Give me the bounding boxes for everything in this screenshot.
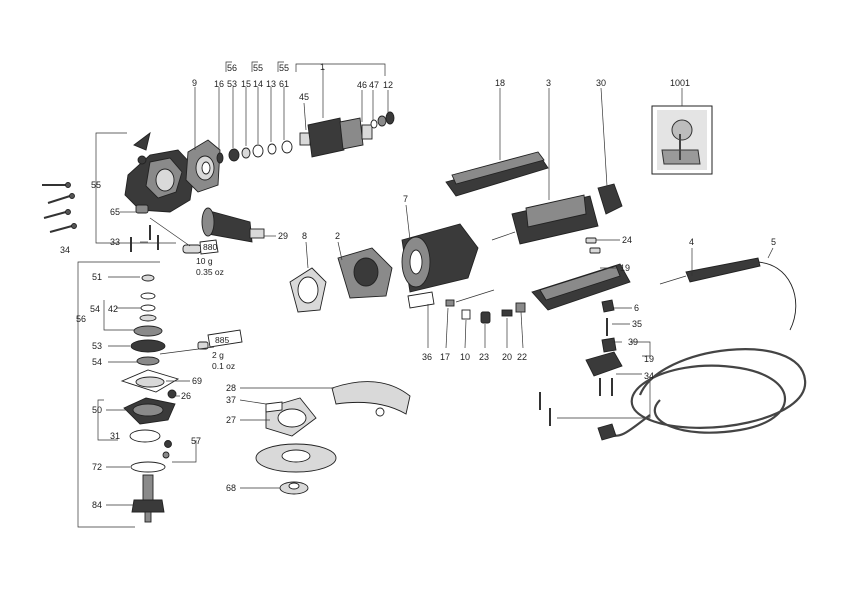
bearing-plate-9 bbox=[185, 139, 221, 193]
label-69: 69 bbox=[192, 376, 202, 386]
cable-sleeve-4 bbox=[659, 257, 761, 285]
label-1001: 1001 bbox=[670, 78, 690, 88]
label-56a: 56 bbox=[227, 63, 237, 73]
label-55b: 55 bbox=[279, 63, 289, 73]
label-65: 65 bbox=[110, 207, 120, 217]
label-50: 50 bbox=[92, 405, 102, 415]
label-53a: 53 bbox=[227, 79, 237, 89]
label-45: 45 bbox=[299, 92, 309, 102]
handle-lower-19 bbox=[531, 263, 631, 311]
spindle-stack bbox=[120, 274, 243, 523]
label-10: 10 bbox=[460, 352, 470, 362]
label-55c: 55 bbox=[91, 180, 101, 190]
label-20: 20 bbox=[502, 352, 512, 362]
label-55a: 55 bbox=[253, 63, 263, 73]
shaft-small-parts bbox=[216, 140, 293, 164]
label-19a: 19 bbox=[620, 263, 630, 273]
label-37: 37 bbox=[226, 395, 236, 405]
label-16: 16 bbox=[214, 79, 224, 89]
label-47: 47 bbox=[369, 80, 379, 90]
label-68: 68 bbox=[226, 483, 236, 493]
label-23: 23 bbox=[479, 352, 489, 362]
grease-885-weight: 2 g bbox=[212, 350, 224, 360]
label-24: 24 bbox=[622, 235, 632, 245]
label-51: 51 bbox=[92, 272, 102, 282]
label-30: 30 bbox=[596, 78, 606, 88]
label-19b: 19 bbox=[644, 354, 654, 364]
handle-half-3 bbox=[491, 194, 599, 245]
grease-880-oz: 0.35 oz bbox=[196, 267, 224, 277]
label-27: 27 bbox=[226, 415, 236, 425]
label-26: 26 bbox=[181, 391, 191, 401]
label-3: 3 bbox=[546, 78, 551, 88]
nut-68 bbox=[279, 481, 309, 495]
label-18: 18 bbox=[495, 78, 505, 88]
label-4: 4 bbox=[689, 237, 694, 247]
label-22: 22 bbox=[517, 352, 527, 362]
label-33: 33 bbox=[110, 237, 120, 247]
wheel-guard-28 bbox=[331, 381, 411, 417]
armature-1 bbox=[299, 111, 395, 158]
label-8: 8 bbox=[302, 231, 307, 241]
label-5: 5 bbox=[771, 237, 776, 247]
motor-housing-7 bbox=[401, 223, 479, 293]
label-35: 35 bbox=[632, 319, 642, 329]
label-56b: 56 bbox=[76, 314, 86, 324]
fan-guard-8 bbox=[289, 267, 327, 313]
bracket-lines-left bbox=[77, 132, 176, 528]
label-28: 28 bbox=[226, 383, 236, 393]
inset-1001 bbox=[651, 105, 713, 175]
label-46: 46 bbox=[357, 80, 367, 90]
label-6: 6 bbox=[634, 303, 639, 313]
label-14: 14 bbox=[253, 79, 263, 89]
leader-lines bbox=[106, 61, 774, 506]
label-7: 7 bbox=[403, 194, 408, 204]
cable-5 bbox=[597, 261, 807, 441]
grease-885-oz: 0.1 oz bbox=[212, 361, 235, 371]
top-cover-18 bbox=[445, 151, 549, 197]
label-12: 12 bbox=[383, 80, 393, 90]
label-17: 17 bbox=[440, 352, 450, 362]
label-2: 2 bbox=[335, 231, 340, 241]
part-30 bbox=[597, 183, 623, 215]
grease-885-code: 885 bbox=[215, 335, 229, 345]
gear-housing-assembly bbox=[42, 131, 219, 255]
clamp-27 bbox=[265, 397, 317, 437]
label-57: 57 bbox=[191, 436, 201, 446]
grinding-disc bbox=[255, 443, 337, 473]
label-9: 9 bbox=[192, 78, 197, 88]
label-34a: 34 bbox=[60, 245, 70, 255]
label-54b: 54 bbox=[92, 357, 102, 367]
label-15: 15 bbox=[241, 79, 251, 89]
small-electrical-parts bbox=[407, 289, 651, 426]
label-84: 84 bbox=[92, 500, 102, 510]
label-29: 29 bbox=[278, 231, 288, 241]
side-handle-29 bbox=[201, 207, 265, 243]
label-39: 39 bbox=[628, 337, 638, 347]
label-53b: 53 bbox=[92, 341, 102, 351]
stator-2 bbox=[337, 247, 393, 299]
label-61: 61 bbox=[279, 79, 289, 89]
label-42: 42 bbox=[108, 304, 118, 314]
part-labels: 9 16 56 53 15 55 14 13 55 61 1 45 46 47 … bbox=[60, 62, 776, 510]
label-31: 31 bbox=[110, 431, 120, 441]
grease-880-code: 880 bbox=[203, 242, 217, 252]
label-13: 13 bbox=[266, 79, 276, 89]
label-34b: 34 bbox=[644, 371, 654, 381]
label-36: 36 bbox=[422, 352, 432, 362]
label-72: 72 bbox=[92, 462, 102, 472]
pins-24 bbox=[585, 237, 601, 254]
label-54a: 54 bbox=[90, 304, 100, 314]
grease-880-weight: 10 g bbox=[196, 256, 213, 266]
label-1: 1 bbox=[320, 62, 325, 72]
